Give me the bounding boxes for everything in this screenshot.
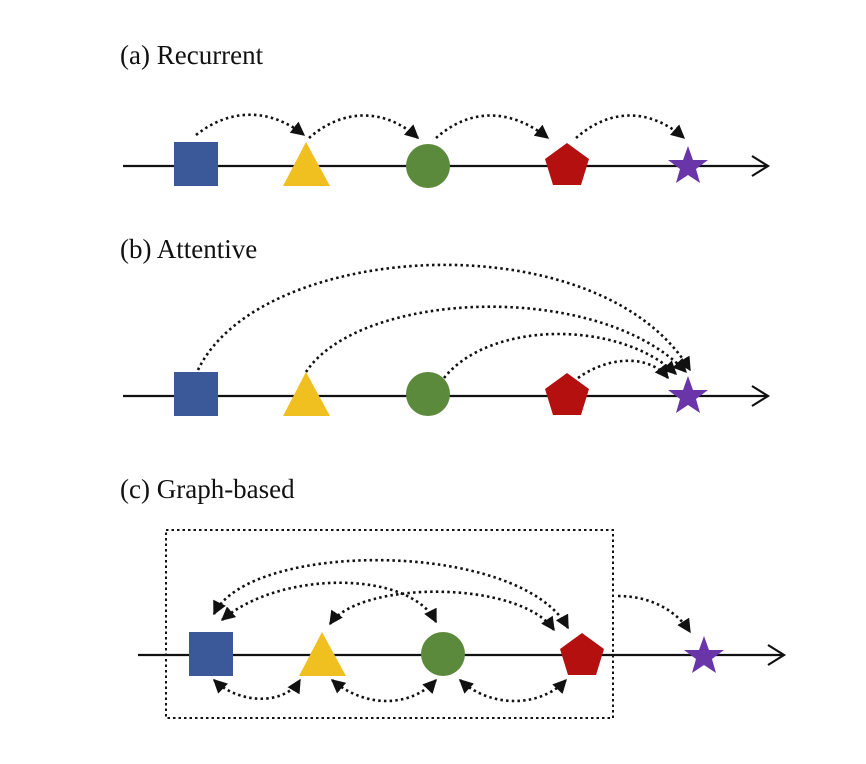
graph-edge <box>328 590 556 632</box>
panel-title-recurrent: (a) Recurrent <box>120 40 264 70</box>
square-icon <box>189 632 233 676</box>
attention-arrow <box>304 305 687 374</box>
transition-arrow <box>575 114 686 139</box>
graph-edge <box>330 678 437 703</box>
panel-title-graph-based: (c) Graph-based <box>120 474 295 504</box>
attention-arrow <box>442 332 678 379</box>
circle-icon <box>406 144 450 188</box>
star-icon <box>668 376 708 413</box>
star-icon <box>668 146 708 183</box>
pentagon-icon <box>545 373 589 415</box>
attention-arrow <box>577 359 670 380</box>
pentagon-icon <box>560 633 604 675</box>
axis-arrowhead <box>751 155 771 177</box>
panel-attentive: (b) Attentive <box>120 234 771 416</box>
graph-edge <box>458 678 567 703</box>
triangle-icon <box>283 142 330 186</box>
prediction-arrow <box>617 594 692 634</box>
pentagon-icon <box>545 143 589 185</box>
triangle-icon <box>283 372 330 416</box>
star-icon <box>684 636 724 673</box>
panel-title-attentive: (b) Attentive <box>120 234 257 264</box>
circle-icon <box>421 632 465 676</box>
square-icon <box>174 142 218 186</box>
circle-icon <box>406 372 450 416</box>
session-graph-box <box>165 529 614 719</box>
square-icon <box>174 372 218 416</box>
axis-arrowhead <box>767 644 787 666</box>
transition-arrow <box>308 114 420 139</box>
triangle-icon <box>299 632 346 676</box>
graph-edge <box>220 581 438 624</box>
transition-arrow <box>435 114 550 140</box>
attention-arrow <box>196 263 692 372</box>
axis-arrowhead <box>751 385 771 407</box>
graph-edge <box>212 678 302 700</box>
panel-graph-based: (c) Graph-based <box>120 474 787 719</box>
transition-arrow <box>195 113 306 137</box>
panel-recurrent: (a) Recurrent <box>120 40 771 188</box>
